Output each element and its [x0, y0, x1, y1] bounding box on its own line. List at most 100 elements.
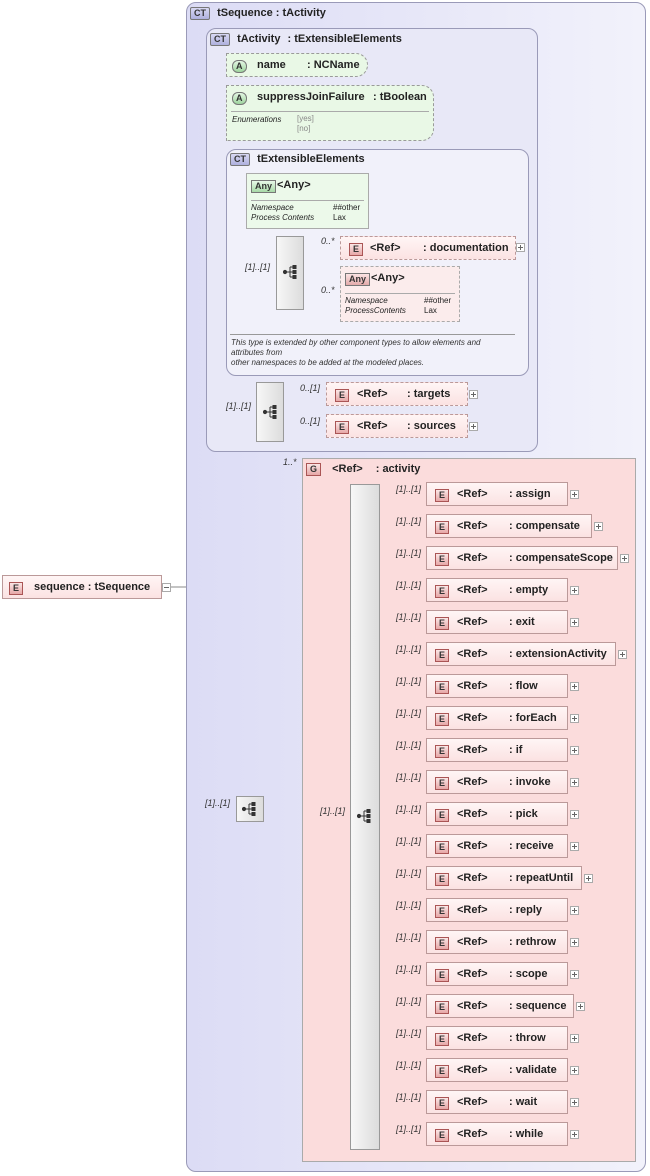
namespace-label: Namespace — [345, 296, 388, 305]
element-name: : rethrow — [509, 936, 557, 948]
element-name: : while — [509, 1128, 544, 1140]
expand-icon[interactable] — [576, 1002, 585, 1011]
element-ref: <Ref> — [457, 616, 488, 628]
element-activity-invoke[interactable]: E<Ref>: invoke — [426, 770, 568, 794]
process-contents-value: Lax — [424, 306, 437, 315]
multiplicity-label: [1]..[1] — [396, 644, 422, 654]
element-ref: <Ref> — [357, 388, 388, 400]
multiplicity-label: [1]..[1] — [396, 964, 422, 974]
element-badge: E — [435, 969, 450, 982]
multiplicity-label: [1]..[1] — [396, 612, 422, 622]
expand-icon[interactable] — [570, 938, 579, 947]
multiplicity-label: [1]..[1] — [396, 932, 422, 942]
expand-icon[interactable] — [469, 390, 478, 399]
element-activity-while[interactable]: E<Ref>: while — [426, 1122, 568, 1146]
expand-icon[interactable] — [570, 906, 579, 915]
element-activity-validate[interactable]: E<Ref>: validate — [426, 1058, 568, 1082]
group-badge: G — [306, 463, 322, 476]
expand-icon[interactable] — [620, 554, 629, 563]
expand-icon[interactable] — [570, 778, 579, 787]
element-activity-flow[interactable]: E<Ref>: flow — [426, 674, 568, 698]
enum-value-no: [no] — [297, 124, 311, 133]
element-sources[interactable]: E <Ref> : sources — [326, 414, 468, 438]
element-activity-reply[interactable]: E<Ref>: reply — [426, 898, 568, 922]
collapse-toggle-icon[interactable] — [162, 583, 171, 592]
choice-compositor[interactable] — [350, 484, 380, 1150]
expand-icon[interactable] — [516, 243, 525, 252]
expand-icon[interactable] — [570, 682, 579, 691]
expand-icon[interactable] — [570, 714, 579, 723]
element-activity-assign[interactable]: E<Ref>: assign — [426, 482, 568, 506]
description-divider — [230, 334, 515, 335]
expand-icon[interactable] — [570, 970, 579, 979]
expand-icon[interactable] — [570, 810, 579, 819]
expand-icon[interactable] — [570, 1098, 579, 1107]
description-line: other namespaces to be added at the mode… — [231, 358, 425, 367]
expand-icon[interactable] — [570, 746, 579, 755]
attribute-suppressjoinfailure[interactable]: A suppressJoinFailure : tBoolean Enumera… — [226, 85, 434, 141]
element-ref: <Ref> — [457, 744, 488, 756]
element-name: : if — [509, 744, 523, 756]
expand-icon[interactable] — [570, 1130, 579, 1139]
element-activity-if[interactable]: E<Ref>: if — [426, 738, 568, 762]
attribute-suppress-label: suppressJoinFailure — [257, 91, 365, 103]
element-targets[interactable]: E <Ref> : targets — [326, 382, 468, 406]
attribute-badge: A — [232, 60, 247, 73]
expand-icon[interactable] — [570, 586, 579, 595]
element-activity-repeatuntil[interactable]: E<Ref>: repeatUntil — [426, 866, 582, 890]
expand-icon[interactable] — [570, 490, 579, 499]
element-activity-foreach[interactable]: E<Ref>: forEach — [426, 706, 568, 730]
element-activity-compensatescope[interactable]: E<Ref>: compensateScope — [426, 546, 618, 570]
element-activity-scope[interactable]: E<Ref>: scope — [426, 962, 568, 986]
element-documentation[interactable]: E <Ref> : documentation — [340, 236, 516, 260]
root-element-sequence[interactable]: E sequence : tSequence — [2, 575, 162, 599]
element-badge: E — [435, 649, 450, 662]
any-element-1[interactable]: Any <Any> Namespace ##other Process Cont… — [246, 173, 369, 229]
element-activity-sequence[interactable]: E<Ref>: sequence — [426, 994, 574, 1018]
element-activity-exit[interactable]: E<Ref>: exit — [426, 610, 568, 634]
element-badge: E — [435, 1097, 450, 1110]
element-badge: E — [435, 681, 450, 694]
multiplicity-label: 0..[1] — [300, 383, 321, 393]
multiplicity-label: 1..* — [283, 457, 297, 467]
element-activity-pick[interactable]: E<Ref>: pick — [426, 802, 568, 826]
element-name: : reply — [509, 904, 543, 916]
expand-icon[interactable] — [594, 522, 603, 531]
any-label: <Any> — [371, 272, 405, 284]
element-badge: E — [435, 617, 450, 630]
element-ref: <Ref> — [457, 680, 488, 692]
element-activity-compensate[interactable]: E<Ref>: compensate — [426, 514, 592, 538]
tactivity-title-name: tActivity — [237, 33, 281, 46]
any-label: <Any> — [277, 179, 311, 191]
multiplicity-label: [1]..[1] — [396, 900, 422, 910]
element-badge: E — [435, 777, 450, 790]
expand-icon[interactable] — [469, 422, 478, 431]
textensibleelements-header: CT tExtensibleElements — [230, 153, 365, 166]
element-activity-rethrow[interactable]: E<Ref>: rethrow — [426, 930, 568, 954]
element-activity-throw[interactable]: E<Ref>: throw — [426, 1026, 568, 1050]
process-contents-label: Process Contents — [251, 213, 315, 222]
element-ref: <Ref> — [457, 1032, 488, 1044]
element-activity-receive[interactable]: E<Ref>: receive — [426, 834, 568, 858]
tactivity-header: CT tActivity : tExtensibleElements — [210, 33, 402, 46]
element-name: : sources — [407, 420, 456, 432]
element-badge: E — [435, 553, 450, 566]
expand-icon[interactable] — [570, 1066, 579, 1075]
element-badge: E — [349, 243, 364, 256]
element-activity-wait[interactable]: E<Ref>: wait — [426, 1090, 568, 1114]
element-badge: E — [435, 585, 450, 598]
any-element-2[interactable]: Any <Any> Namespace ##other ProcessConte… — [340, 266, 460, 322]
element-ref: <Ref> — [457, 776, 488, 788]
attribute-name[interactable]: A name : NCName — [226, 53, 368, 77]
expand-icon[interactable] — [570, 618, 579, 627]
element-activity-empty[interactable]: E<Ref>: empty — [426, 578, 568, 602]
element-activity-extensionactivity[interactable]: E<Ref>: extensionActivity — [426, 642, 616, 666]
expand-icon[interactable] — [570, 1034, 579, 1043]
element-name: : empty — [509, 584, 549, 596]
expand-icon[interactable] — [584, 874, 593, 883]
expand-icon[interactable] — [618, 650, 627, 659]
element-name: : compensate — [509, 520, 580, 532]
expand-icon[interactable] — [570, 842, 579, 851]
enumerations-label: Enumerations — [232, 115, 282, 124]
sequence-icon — [242, 802, 256, 816]
